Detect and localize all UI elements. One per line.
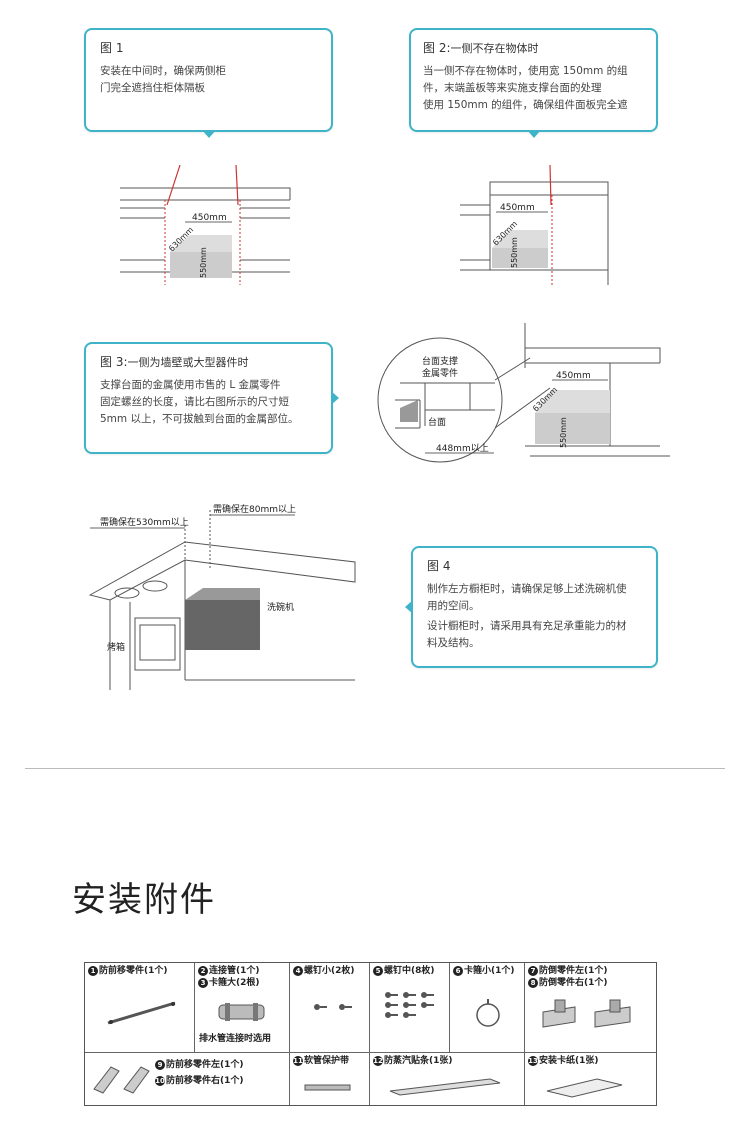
accessory-label: 防前移零件右(1个) [166,1076,244,1086]
accessories-title: 安装附件 [72,880,216,920]
accessory-number: 12 [373,1055,383,1066]
fig2-dim-width: 450mm [500,203,535,213]
accessory-number: 4 [293,965,303,976]
front-anchor-part-icon [107,1001,176,1025]
medium-screw-icon [385,992,434,1018]
fig4-line: 料及结构。 [427,637,480,649]
fig3-dim-width: 450mm [556,371,591,381]
accessory-label: 螺钉小(2枚) [304,966,355,976]
accessory-number: 10 [155,1075,165,1086]
fig4-oven-label: 烤箱 [107,641,125,653]
section-divider [25,768,725,769]
fig2-line: 件，末端盖板等来实施支撑台面的处理 [423,82,602,94]
fig4-dim-530: 需确保在530mm以上 [100,516,189,528]
accessory-number: 6 [453,965,463,976]
install-card-icon [546,1078,623,1098]
fig1-title: 图 1 [100,41,124,55]
accessory-number: 8 [528,977,538,988]
fig3-support-label: 金属零件 [422,367,458,379]
fig1-callout: 图 1 安装在中间时，确保两侧柜 门完全遮挡住柜体隔板 [84,28,333,138]
accessory-label: 防倒零件右(1个) [539,978,608,988]
fig3-callout: 图 3:一侧为墙壁或大型器件时 支撑台面的金属使用市售的 L 金属零件 固定螺丝… [84,342,339,454]
accessory-number: 11 [293,1055,303,1066]
accessory-number: 9 [155,1059,165,1070]
fig1-diagram: 450mm 630mm 550mm [120,164,291,285]
accessory-cell-12: 12防蒸汽贴条(1张) [370,1053,525,1105]
fig3-line: 固定螺丝的长度，请比右图所示的尺寸短 [100,396,289,408]
fig4-dim-80: 需确保在80mm以上 [213,503,296,515]
fig2-diagram: 450mm 630mm 550mm [460,164,609,285]
fig3-dim-448: 448mm以上 [436,443,489,454]
front-anchor-left-right-icon [93,1066,150,1094]
accessory-cell-11: 11软管保护带 [290,1053,370,1105]
accessory-number: 13 [528,1055,538,1066]
fig4-callout: 图 4 制作左方橱柜时，请确保足够上述洗碗机使 用的空间。 设计橱柜时，请采用具… [405,546,658,668]
fig3-diagram: 台面支撑 金属零件 台面 448mm以上 450mm 630mm 550mm [377,323,670,463]
accessory-number: 3 [198,977,208,988]
fig4-line: 用的空间。 [427,600,480,612]
fig2-title-suffix: 一侧不存在物体时 [450,42,539,55]
accessory-label: 连接管(1个) [209,966,260,976]
accessory-label: 卡箍小(1个) [464,966,515,976]
fig1-dim-width: 450mm [192,213,227,223]
fig4-title: 图 4 [427,559,451,573]
accessory-label: 安装卡纸(1张) [539,1056,599,1066]
fig2-line: 当一侧不存在物体时，使用宽 150mm 的组 [423,65,628,77]
drain-note: 排水管连接时选用 [199,1034,272,1044]
accessory-cell-13: 13安装卡纸(1张) [525,1053,656,1105]
fig1-line: 安装在中间时，确保两侧柜 [100,65,226,77]
accessory-label: 防前移零件(1个) [99,966,168,976]
fig2-title: 图 2: [423,41,451,55]
fig1-line: 门完全遮挡住柜体隔板 [100,82,205,94]
accessory-label: 螺钉中(8枚) [384,966,435,976]
fig2-callout: 图 2:一侧不存在物体时 当一侧不存在物体时，使用宽 150mm 的组 件，末端… [409,28,658,138]
accessory-number: 5 [373,965,383,976]
fig3-title: 图 3: [100,355,128,369]
hose-protector-icon [304,1084,351,1091]
fig4-diagram: 需确保在530mm以上 需确保在80mm以上 洗碗机 烤箱 [88,503,356,690]
small-screw-icon [314,1004,352,1010]
accessory-label: 防倒零件左(1个) [539,966,608,976]
fig3-title-suffix: 一侧为墙壁或大型器件时 [127,356,249,369]
accessory-number: 1 [88,965,98,976]
fig4-line: 制作左方橱柜时，请确保足够上述洗碗机使 [427,583,627,595]
accessory-label: 软管保护带 [304,1056,350,1066]
fig4-dishwasher-label: 洗碗机 [267,601,294,613]
fig1-dim-height: 550mm [199,247,208,278]
fig2-dim-height: 550mm [510,237,519,268]
accessory-number: 7 [528,965,538,976]
steam-strip-icon [389,1078,501,1096]
connector-pipe-icon [218,1003,265,1021]
accessory-number: 2 [198,965,208,976]
fig2-line: 使用 150mm 的组件，确保组件面板完全遮 [423,99,628,111]
fig3-support-label: 台面支撑 [422,355,458,367]
fig4-line: 设计橱柜时，请采用具有充足承重能力的材 [427,620,627,632]
fig3-line: 5mm 以上，不可拔触到台面的金属部位。 [100,413,299,425]
anti-tip-part-icon [542,999,631,1028]
accessory-label: 防前移零件左(1个) [166,1060,244,1070]
fig3-line: 支撑台面的金属使用市售的 L 金属零件 [100,379,281,391]
accessory-label: 卡箍大(2根) [209,978,260,988]
fig3-dim-height: 550mm [559,417,568,448]
accessory-label: 防蒸汽贴条(1张) [384,1056,453,1066]
small-clamp-icon [476,999,500,1027]
fig3-countertop-label: 台面 [428,416,446,428]
